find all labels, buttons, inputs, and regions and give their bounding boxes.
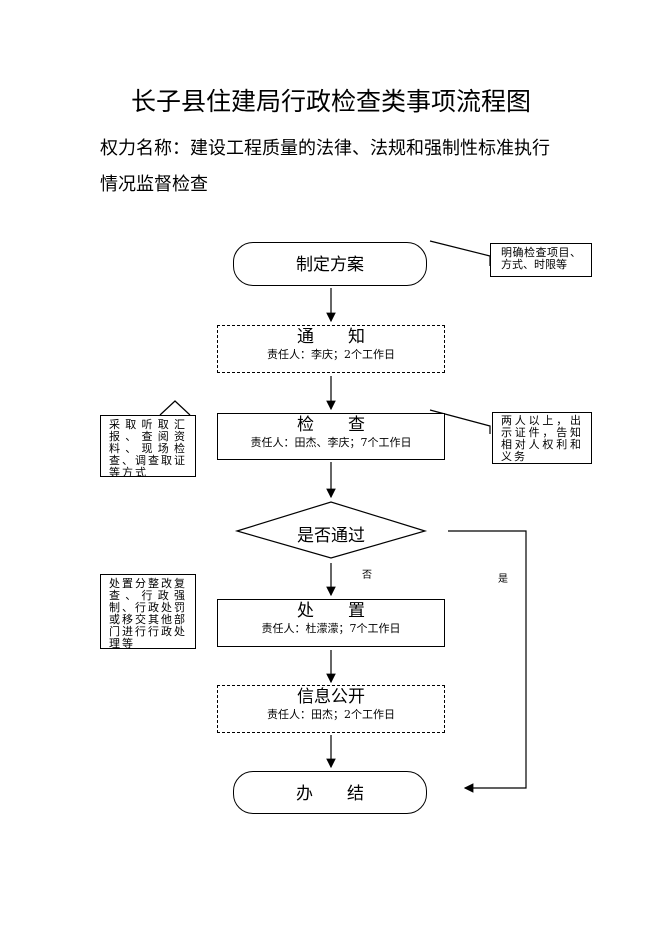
- publish-node: 信息公开 责任人：田杰；2个工作日: [217, 685, 445, 733]
- inspect-node: 检 查 责任人：田杰、李庆；7个工作日: [217, 413, 445, 460]
- inspect-right-note: 两人以上，出示证件，告知相对人权利和义务: [492, 412, 592, 464]
- publish-responsible: 责任人：田杰；2个工作日: [267, 708, 395, 721]
- handle-responsible: 责任人：杜濛濛；7个工作日: [261, 622, 401, 635]
- inspect-responsible: 责任人：田杰、李庆；7个工作日: [250, 436, 412, 449]
- handle-node: 处 置 责任人：杜濛濛；7个工作日: [217, 599, 445, 647]
- no-label: 否: [362, 570, 372, 581]
- finish-title: 办 结: [296, 784, 364, 804]
- notify-node: 通 知 责任人：李庆；2个工作日: [217, 325, 445, 373]
- plan-title: 制定方案: [296, 255, 364, 275]
- inspect-title: 检 查: [297, 415, 365, 435]
- page-title: 长子县住建局行政检查类事项流程图: [130, 87, 531, 116]
- handle-left-note: 处置分整改复查、行政强制、行政处罚或移交其他部门进行行政处理等: [100, 574, 196, 649]
- notify-title: 通 知: [297, 327, 365, 347]
- notify-responsible: 责任人：李庆；2个工作日: [267, 348, 395, 361]
- yes-label: 是: [498, 574, 508, 585]
- handle-title: 处 置: [297, 601, 365, 621]
- power-name-line2: 情况监督检查: [100, 174, 208, 195]
- publish-title: 信息公开: [297, 687, 365, 707]
- finish-node: 办 结: [233, 771, 427, 814]
- inspect-left-note: 采取听取汇报、查阅资料、现场检查、调查取证等方式: [100, 415, 196, 477]
- power-name-line1: 权力名称：建设工程质量的法律、法规和强制性标准执行: [100, 138, 550, 159]
- decision-title: 是否通过: [297, 526, 365, 546]
- plan-node: 制定方案: [233, 242, 427, 286]
- plan-note: 明确检查项目、方式、时限等: [490, 243, 592, 277]
